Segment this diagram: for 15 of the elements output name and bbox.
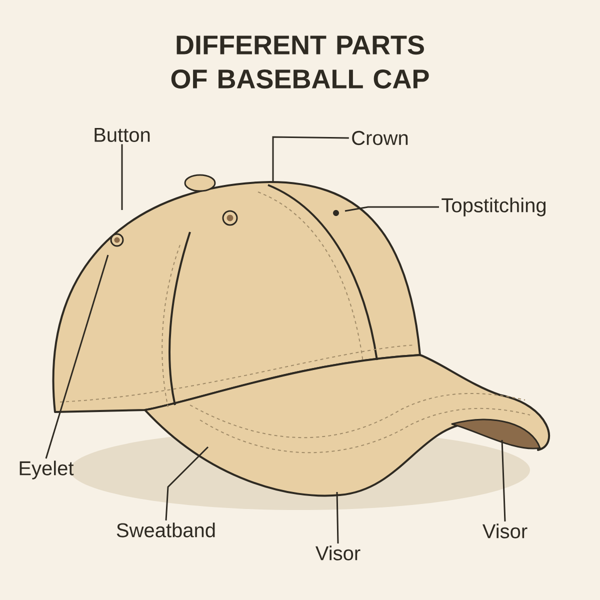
leader-line <box>344 206 439 212</box>
leader-line <box>501 440 506 522</box>
leader-line <box>45 254 109 459</box>
part-label: Sweatband <box>116 522 215 538</box>
leader-line <box>121 144 123 210</box>
leader-line <box>165 446 209 520</box>
title: DIFFERENT PARTS OF BASEBALL CAP <box>171 35 429 89</box>
part-label: Visor <box>316 546 360 560</box>
part-label: Crown <box>352 130 408 146</box>
leader-line <box>272 136 349 182</box>
part-label: Eyelet <box>20 460 74 480</box>
part-label: Topstitching <box>442 198 546 216</box>
part-label: Visor <box>482 524 528 538</box>
part-label: Button <box>94 128 150 142</box>
leader-line <box>336 492 339 544</box>
